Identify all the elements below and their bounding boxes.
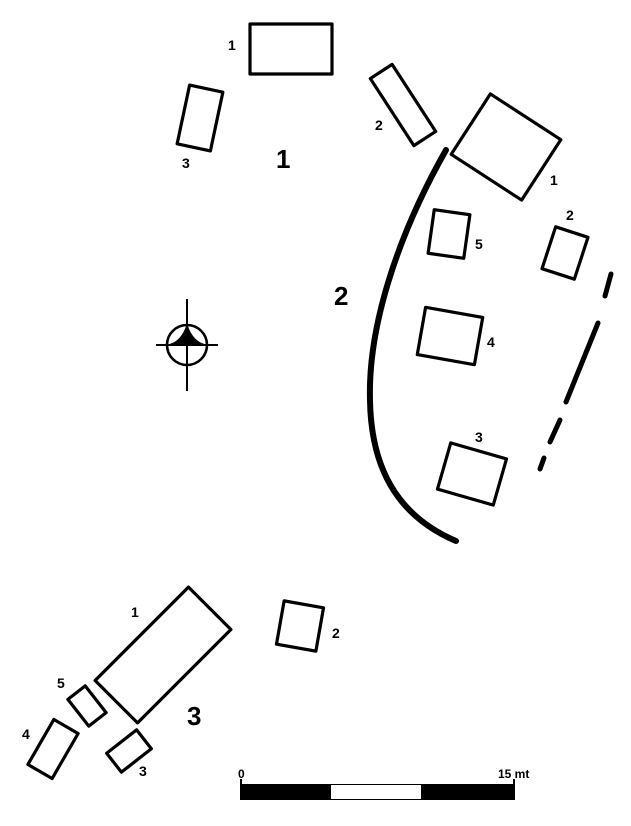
stone-g3-3 [105, 728, 153, 774]
curved-wall [366, 147, 459, 544]
stone-label-g3-2: 2 [332, 625, 340, 641]
scale-start-label: 0 [238, 767, 245, 781]
group-label-2: 2 [334, 281, 348, 311]
scale-segment-dark [241, 785, 331, 799]
scale-segment-light [331, 785, 421, 799]
dashed-wall-segment [602, 271, 614, 299]
stone-group-3: 1 2 3 4 5 3 [22, 585, 340, 781]
stone-label-g1-3: 3 [182, 155, 190, 171]
stone-group-2: 1 2 3 4 5 2 [334, 92, 614, 544]
group-label-3: 3 [187, 701, 201, 731]
dashed-wall-segment [537, 455, 547, 472]
stone-label-g3-4: 4 [22, 726, 30, 742]
stone-label-g3-5: 5 [57, 675, 65, 691]
dashed-wall-segment [547, 417, 563, 445]
stone-label-g2-4: 4 [487, 334, 495, 350]
stone-g3-4 [26, 717, 80, 781]
group-label-1: 1 [276, 144, 290, 174]
stone-label-g3-3: 3 [139, 763, 147, 779]
stone-label-g2-3: 3 [475, 429, 483, 445]
stone-label-g2-1: 1 [550, 172, 558, 188]
stone-label-g2-2: 2 [566, 207, 574, 223]
stone-label-g3-1: 1 [131, 604, 139, 620]
stone-g2-2 [540, 225, 590, 281]
stone-label-g1-1: 1 [228, 37, 236, 53]
stone-g2-5 [426, 208, 472, 260]
north-arrow-crosshair-icon [156, 299, 218, 391]
scale-bar: 0 15 mt [238, 767, 529, 800]
stone-g1-3 [175, 83, 225, 153]
stone-group-1: 1 2 3 1 [175, 22, 438, 174]
stone-g2-3 [435, 441, 509, 507]
stone-g1-2 [368, 62, 438, 148]
stone-label-g1-2: 2 [375, 117, 383, 133]
stone-g3-5 [66, 684, 108, 728]
stone-g2-1 [449, 92, 563, 202]
stone-g1-1 [248, 22, 334, 76]
stone-g3-2 [274, 599, 326, 653]
dashed-wall-segment [563, 320, 601, 405]
stone-g2-4 [415, 305, 485, 367]
stone-g3-1 [93, 585, 233, 725]
scale-end-label: 15 mt [498, 767, 529, 781]
scale-segment-dark [421, 785, 514, 799]
stone-label-g2-5: 5 [475, 236, 483, 252]
